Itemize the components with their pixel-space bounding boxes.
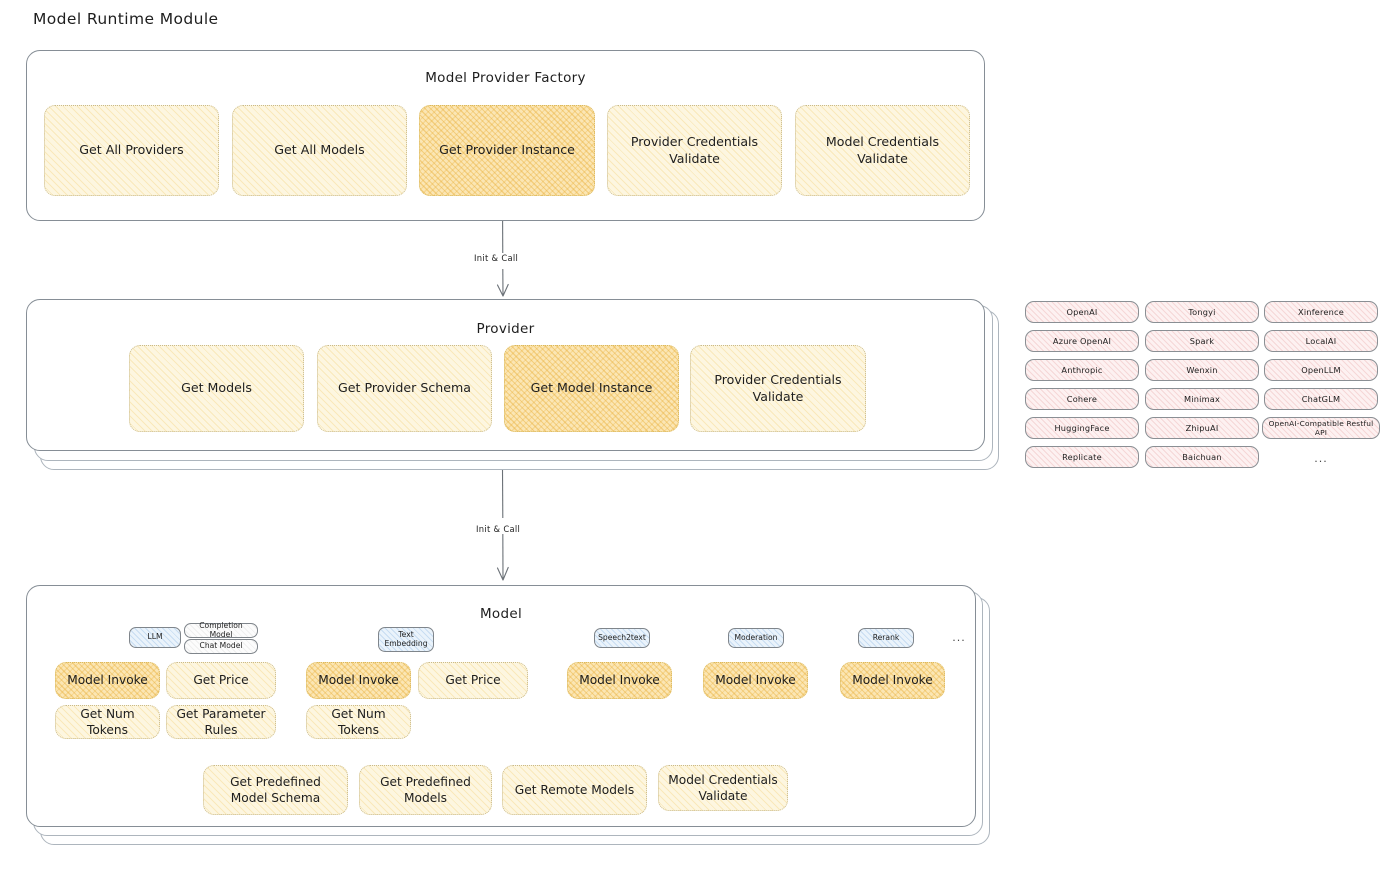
provider-list-ellipsis: ...: [1314, 452, 1328, 465]
model-type-badge-speech2text[interactable]: Speech2text: [594, 628, 650, 648]
factory-node-get-all-models[interactable]: Get All Models: [232, 105, 407, 196]
model-subtype-badge-chat-model[interactable]: Chat Model: [184, 639, 258, 654]
provider-pill-openllm[interactable]: OpenLLM: [1264, 359, 1378, 381]
model-title: Model: [479, 606, 523, 622]
model-text-embedding-method-get-price[interactable]: Get Price: [418, 662, 528, 699]
provider-pill-baichuan[interactable]: Baichuan: [1145, 446, 1259, 468]
factory-node-provider-credentials-validate[interactable]: Provider Credentials Validate: [607, 105, 782, 196]
provider-pill-openai[interactable]: OpenAI: [1025, 301, 1139, 323]
factory-node-get-all-providers[interactable]: Get All Providers: [44, 105, 219, 196]
model-common-method-get-remote-models[interactable]: Get Remote Models: [502, 765, 647, 815]
model-provider-factory-title: Model Provider Factory: [425, 70, 586, 86]
model-speech2text-method-model-invoke[interactable]: Model Invoke: [567, 662, 672, 699]
provider-pill-xinference[interactable]: Xinference: [1264, 301, 1378, 323]
factory-node-model-credentials-validate[interactable]: Model Credentials Validate: [795, 105, 970, 196]
provider-pill-huggingface[interactable]: HuggingFace: [1025, 417, 1139, 439]
model-type-badge-llm[interactable]: LLM: [129, 627, 181, 648]
model-type-badge-text-embedding[interactable]: Text Embedding: [378, 627, 434, 652]
provider-node-get-provider-schema[interactable]: Get Provider Schema: [317, 345, 492, 432]
provider-pill-openai-compatible-restful-api[interactable]: OpenAI-Compatible Restful API: [1262, 417, 1380, 439]
model-moderation-method-model-invoke[interactable]: Model Invoke: [703, 662, 808, 699]
model-subtype-badge-completion-model[interactable]: Completion Model: [184, 621, 258, 638]
model-llm-method-get-price[interactable]: Get Price: [166, 662, 276, 699]
arrow-label-init-and-call-1: Init & Call: [472, 253, 521, 263]
model-llm-method-get-parameter-rules[interactable]: Get Parameter Rules: [166, 705, 276, 739]
model-common-method-get-predefined-model-schema[interactable]: Get Predefined Model Schema: [203, 765, 348, 815]
arrow-provider-to-model: [496, 470, 509, 581]
provider-pill-tongyi[interactable]: Tongyi: [1145, 301, 1259, 323]
provider-pill-localai[interactable]: LocalAI: [1264, 330, 1378, 352]
model-llm-method-get-num-tokens[interactable]: Get Num Tokens: [55, 705, 160, 739]
model-text-embedding-method-model-invoke[interactable]: Model Invoke: [306, 662, 411, 699]
provider-pill-anthropic[interactable]: Anthropic: [1025, 359, 1139, 381]
model-type-badge-rerank[interactable]: Rerank: [858, 628, 914, 648]
provider-node-get-models[interactable]: Get Models: [129, 345, 304, 432]
page-title: Model Runtime Module: [33, 10, 219, 28]
provider-node-get-model-instance[interactable]: Get Model Instance: [504, 345, 679, 432]
provider-title: Provider: [476, 321, 535, 337]
model-rerank-method-model-invoke[interactable]: Model Invoke: [840, 662, 945, 699]
provider-pill-chatglm[interactable]: ChatGLM: [1264, 388, 1378, 410]
arrow-label-init-and-call-2: Init & Call: [474, 524, 523, 534]
provider-pill-spark[interactable]: Spark: [1145, 330, 1259, 352]
factory-node-get-provider-instance[interactable]: Get Provider Instance: [419, 105, 595, 196]
provider-pill-cohere[interactable]: Cohere: [1025, 388, 1139, 410]
provider-pill-minimax[interactable]: Minimax: [1145, 388, 1259, 410]
model-group: Model: [26, 585, 976, 827]
model-common-method-model-credentials-validate[interactable]: Model Credentials Validate: [658, 765, 788, 811]
model-text-embedding-method-get-num-tokens[interactable]: Get Num Tokens: [306, 705, 411, 739]
model-llm-method-model-invoke[interactable]: Model Invoke: [55, 662, 160, 699]
provider-pill-wenxin[interactable]: Wenxin: [1145, 359, 1259, 381]
provider-pill-replicate[interactable]: Replicate: [1025, 446, 1139, 468]
model-types-ellipsis: ...: [952, 631, 966, 644]
provider-pill-azure-openai[interactable]: Azure OpenAI: [1025, 330, 1139, 352]
provider-pill-zhipuai[interactable]: ZhipuAI: [1145, 417, 1259, 439]
provider-node-provider-credentials-validate[interactable]: Provider Credentials Validate: [690, 345, 866, 432]
model-common-method-get-predefined-models[interactable]: Get Predefined Models: [359, 765, 492, 815]
model-type-badge-moderation[interactable]: Moderation: [728, 628, 784, 648]
